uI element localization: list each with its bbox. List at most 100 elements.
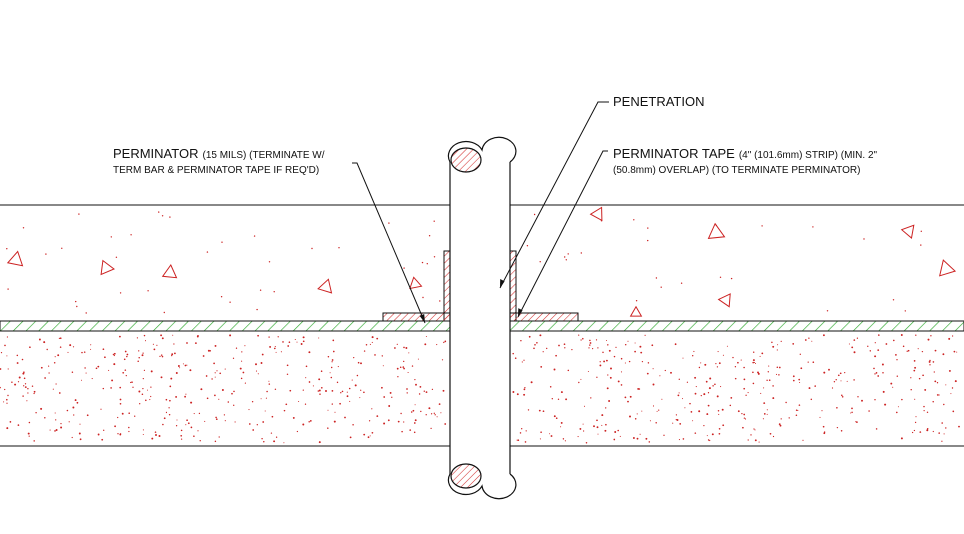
subbase-speck	[190, 401, 193, 404]
subbase-speck	[941, 422, 944, 424]
subbase-speck	[108, 369, 110, 371]
subbase-speck	[219, 372, 222, 375]
subbase-speck	[867, 345, 869, 347]
subbase-speck	[224, 420, 226, 422]
subbase-speck	[678, 378, 680, 380]
subbase-speck	[142, 378, 144, 380]
subbase-speck	[910, 388, 912, 391]
subbase-speck	[932, 361, 935, 363]
subbase-speck	[444, 340, 447, 343]
subbase-speck	[184, 395, 187, 398]
subbase-speck	[754, 429, 756, 431]
subbase-speck	[48, 372, 50, 374]
subbase-speck	[882, 372, 884, 374]
subbase-speck	[44, 377, 46, 379]
subbase-speck	[892, 386, 894, 388]
subbase-speck	[55, 429, 58, 431]
slab-dot	[163, 311, 165, 314]
subbase-speck	[692, 420, 694, 422]
subbase-speck	[684, 407, 686, 409]
subbase-speck	[881, 363, 884, 366]
subbase-speck	[565, 398, 568, 401]
subbase-speck	[182, 363, 184, 365]
subbase-speck	[772, 435, 775, 438]
subbase-speck	[286, 364, 289, 367]
subbase-speck	[58, 337, 61, 340]
subbase-speck	[819, 416, 821, 418]
subbase-speck	[204, 420, 206, 422]
subbase-speck	[855, 421, 857, 423]
subbase-speck	[703, 393, 706, 396]
subbase-speck	[73, 414, 75, 416]
subbase-speck	[754, 439, 757, 442]
subbase-speck	[582, 430, 585, 432]
subbase-speck	[154, 431, 157, 433]
subbase-speck	[617, 429, 620, 432]
subbase-speck	[49, 429, 51, 431]
subbase-speck	[198, 412, 201, 415]
subbase-speck	[103, 429, 105, 431]
subbase-speck	[54, 356, 56, 358]
subbase-speck	[283, 409, 286, 412]
subbase-speck	[848, 343, 850, 345]
subbase-speck	[300, 343, 303, 345]
subbase-speck	[596, 426, 599, 429]
slab-dot	[61, 247, 63, 249]
subbase-speck	[914, 421, 917, 424]
subbase-speck	[811, 340, 813, 342]
subbase-speck	[414, 378, 416, 381]
subbase-speck	[605, 423, 607, 426]
subbase-speck	[720, 386, 722, 388]
subbase-speck	[722, 424, 725, 427]
subbase-speck	[562, 438, 565, 440]
subbase-speck	[945, 384, 947, 386]
subbase-speck	[443, 341, 445, 344]
subbase-speck	[424, 343, 427, 346]
subbase-speck	[795, 409, 798, 412]
subbase-speck	[752, 371, 754, 374]
subbase-speck	[80, 379, 83, 381]
subbase-speck	[268, 336, 270, 338]
subbase-speck	[137, 360, 139, 362]
subbase-speck	[312, 385, 314, 387]
subbase-speck	[214, 376, 216, 378]
subbase-speck	[318, 441, 321, 444]
subbase-speck	[679, 423, 682, 425]
subbase-speck	[163, 417, 166, 420]
subbase-speck	[229, 334, 232, 337]
subbase-speck	[216, 370, 218, 372]
subbase-speck	[170, 377, 173, 380]
subbase-speck	[549, 386, 552, 388]
subbase-speck	[160, 354, 163, 356]
subbase-speck	[214, 440, 217, 443]
subbase-speck	[206, 397, 209, 400]
subbase-speck	[677, 394, 680, 397]
subbase-speck	[413, 431, 416, 434]
subbase-speck	[202, 355, 205, 357]
subbase-speck	[425, 335, 427, 338]
subbase-speck	[752, 359, 755, 362]
subbase-speck	[512, 352, 514, 355]
sub-base	[0, 330, 964, 447]
subbase-speck	[261, 353, 264, 356]
subbase-speck	[743, 366, 745, 369]
slab-dot	[580, 252, 582, 254]
subbase-speck	[122, 371, 125, 374]
subbase-speck	[175, 425, 178, 427]
slab-dot	[421, 261, 424, 264]
subbase-speck	[564, 347, 566, 349]
subbase-speck	[553, 415, 556, 418]
subbase-speck	[771, 341, 773, 344]
subbase-speck	[822, 334, 825, 337]
subbase-speck	[371, 408, 373, 410]
subbase-speck	[717, 351, 719, 353]
slab-dot	[761, 225, 763, 227]
subbase-speck	[22, 372, 25, 375]
subbase-speck	[641, 361, 644, 363]
subbase-speck	[779, 424, 782, 427]
subbase-speck	[678, 392, 680, 394]
aggregate-triangle	[707, 222, 726, 239]
slab-dot	[388, 222, 390, 224]
subbase-speck	[357, 361, 360, 364]
subbase-speck	[663, 434, 665, 436]
